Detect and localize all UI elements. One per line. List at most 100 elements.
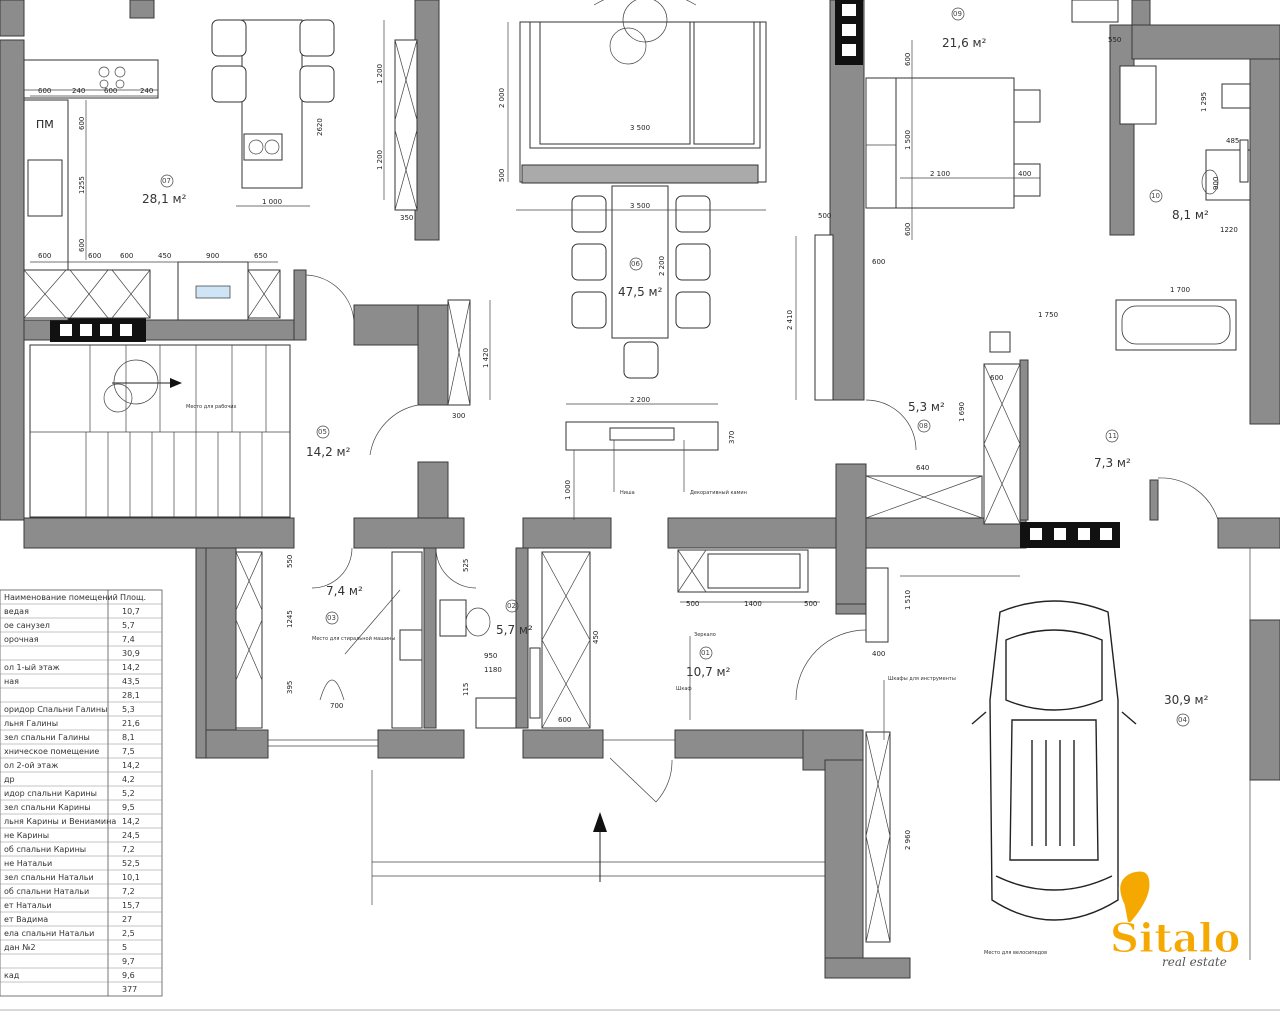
table-row-area: 21,6 <box>122 719 140 728</box>
staircase: Место для рабочих <box>29 344 291 518</box>
table-row-name: ная <box>4 677 19 686</box>
svg-text:700: 700 <box>330 702 343 710</box>
room-kitchen-area: 28,1 м² <box>142 192 187 206</box>
room-living-area: 47,5 м² <box>618 285 663 299</box>
room-wc-area: 5,7 м² <box>496 623 533 637</box>
table-row-name: ет Вадима <box>4 915 48 924</box>
living-dimensions: 2 000 500 3 500 3 500 2 200 2 200 370 1 … <box>482 22 797 500</box>
svg-text:3 500: 3 500 <box>630 124 650 132</box>
table-row-name: ведая <box>4 607 29 616</box>
kitchen-dimensions: 600 240 600 240 600 600 600 450 900 650 … <box>30 20 413 263</box>
svg-text:600: 600 <box>558 716 571 724</box>
room-hall-num: 05 <box>318 428 327 436</box>
svg-text:525: 525 <box>462 559 470 572</box>
wet-rooms-fixtures: Место для стиральной машины <box>235 547 591 729</box>
room-bath-10-num: 10 <box>1151 192 1160 200</box>
table-row-name: об спальни Карины <box>4 845 86 854</box>
table-row-area: 377 <box>122 985 137 994</box>
svg-text:1 500: 1 500 <box>904 130 912 150</box>
table-row-area: 28,1 <box>122 691 140 700</box>
table-row-area: 27 <box>122 915 132 924</box>
svg-text:485: 485 <box>1226 137 1239 145</box>
svg-text:400: 400 <box>1018 170 1031 178</box>
svg-text:600: 600 <box>38 252 51 260</box>
table-row-name: льня Галины <box>4 719 58 728</box>
svg-text:2 410: 2 410 <box>786 310 794 330</box>
room-03-area: 7,4 м² <box>326 584 363 598</box>
entry-arrow-icon <box>593 812 607 882</box>
table-row-name: не Карины <box>4 831 49 840</box>
svg-text:650: 650 <box>254 252 267 260</box>
svg-text:2 100: 2 100 <box>930 170 950 178</box>
bathroom-dimensions: 550 1 295 485 1 750 1 700 900 1220 <box>1038 36 1239 319</box>
table-row-name: кад <box>4 971 20 980</box>
room-garage-area: 30,9 м² <box>1164 693 1209 707</box>
svg-text:2 200: 2 200 <box>658 256 666 276</box>
svg-text:1 420: 1 420 <box>482 348 490 368</box>
svg-text:Ниша: Ниша <box>620 490 635 496</box>
table-row-area: 14,2 <box>122 761 140 770</box>
watermark-brand: Sitalo <box>1110 915 1240 962</box>
svg-text:2 000: 2 000 <box>498 88 506 108</box>
entrance-furniture: 500 1400 500 Зеркало Шкаф <box>609 549 820 803</box>
svg-text:900: 900 <box>1212 177 1220 190</box>
sitalo-watermark-logo: Sitalo real estate <box>1110 870 1241 969</box>
svg-text:Шкаф: Шкаф <box>676 686 692 692</box>
table-row-area: 2,5 <box>122 929 135 938</box>
svg-text:600: 600 <box>904 53 912 66</box>
room-bedroom-num: 09 <box>953 10 962 18</box>
room-garage-num: 04 <box>1178 716 1187 724</box>
svg-text:1 200: 1 200 <box>376 150 384 170</box>
walls <box>0 0 1280 979</box>
svg-text:900: 900 <box>206 252 219 260</box>
svg-text:1400: 1400 <box>744 600 762 608</box>
table-row-area: 7,4 <box>122 635 135 644</box>
table-row-area: 43,5 <box>122 677 140 686</box>
table-header-area: Площ. <box>120 593 146 602</box>
room-corridor-area: 5,3 м² <box>908 400 945 414</box>
hall-closet: 300 <box>305 274 471 456</box>
kitchen-furniture: ПМ <box>23 19 418 321</box>
table-row-area: 7,2 <box>122 887 135 896</box>
wet-rooms-dimensions: 550 1245 395 700 525 950 1180 115 450 60… <box>286 555 600 724</box>
table-row-name: зел спальни Карины <box>4 803 91 812</box>
table-row-name: ела спальни Натальи <box>4 929 94 938</box>
table-row-name: идор спальни Карины <box>4 789 97 798</box>
svg-text:500: 500 <box>498 169 506 182</box>
svg-text:500: 500 <box>804 600 817 608</box>
svg-text:Зеркало: Зеркало <box>694 632 716 638</box>
svg-text:1 700: 1 700 <box>1170 286 1190 294</box>
car-icon <box>971 600 1137 921</box>
table-row-area: 9,6 <box>122 971 135 980</box>
svg-text:450: 450 <box>592 631 600 644</box>
table-row-name: ол 2-ой этаж <box>4 761 58 770</box>
svg-text:370: 370 <box>728 431 736 444</box>
table-row-area: 5,3 <box>122 705 135 714</box>
table-row-name: ое санузел <box>4 621 50 630</box>
table-row-name: др <box>4 775 15 784</box>
svg-text:Место для рабочих: Место для рабочих <box>186 404 237 410</box>
svg-text:300: 300 <box>452 412 465 420</box>
svg-text:2 200: 2 200 <box>630 396 650 404</box>
svg-text:600: 600 <box>104 87 117 95</box>
bedroom-dimensions: 2 100 400 600 1 500 600 500 600 <box>818 40 1040 266</box>
svg-text:1 200: 1 200 <box>376 64 384 84</box>
svg-text:1245: 1245 <box>286 610 294 628</box>
svg-text:600: 600 <box>88 252 101 260</box>
svg-text:600: 600 <box>990 374 1003 382</box>
room-bedroom-area: 21,6 м² <box>942 36 987 50</box>
svg-text:500: 500 <box>686 600 699 608</box>
table-row-area: 30,9 <box>122 649 140 658</box>
pm-label: ПМ <box>36 118 54 131</box>
corridor-furniture: 600 1 690 640 <box>865 331 1021 525</box>
table-row-name: зел спальни Натальи <box>4 873 94 882</box>
table-row-name: ет Натальи <box>4 901 52 910</box>
svg-text:350: 350 <box>400 214 413 222</box>
garage-furniture: Шкафы для инструменты Место для велосипе… <box>795 567 1047 956</box>
table-row-area: 8,1 <box>122 733 135 742</box>
svg-text:240: 240 <box>72 87 85 95</box>
table-row-area: 4,2 <box>122 775 135 784</box>
svg-text:Декоративный камин: Декоративный камин <box>690 489 747 496</box>
table-row-name: орочная <box>4 635 39 644</box>
